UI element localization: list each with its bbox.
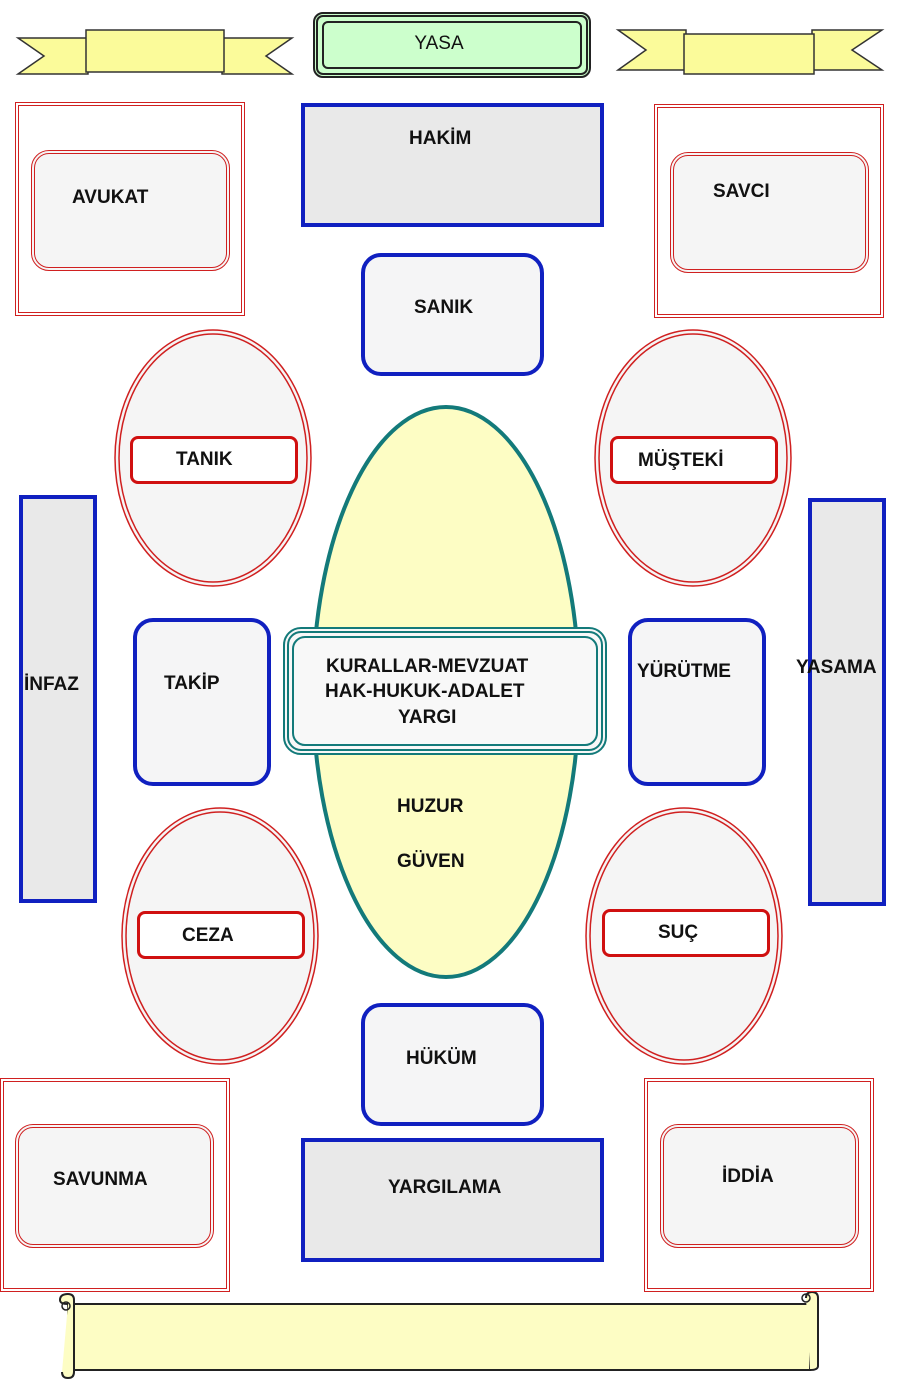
center-line3: YARGI	[398, 707, 457, 728]
corner-bottom-left-label: SAVUNMA	[53, 1169, 148, 1190]
trial-box	[301, 1138, 604, 1262]
defendant-label: SANIK	[414, 297, 474, 318]
left-follow-label: TAKİP	[164, 673, 220, 694]
top-title: YASA	[414, 33, 464, 54]
corner-top-right-label: SAVCI	[713, 181, 770, 202]
left-follow-box	[133, 618, 271, 786]
bottom-scroll	[58, 1290, 819, 1380]
trial-label: YARGILAMA	[388, 1177, 502, 1198]
right-ribbon-banner	[615, 29, 885, 75]
oval-upper-left-pill	[130, 436, 298, 484]
center-line1: KURALLAR-MEVZUAT	[326, 656, 529, 677]
left-ribbon-banner	[15, 29, 295, 75]
center-line2: HAK-HUKUK-ADALET	[325, 681, 525, 702]
corner-bottom-right-panel	[660, 1124, 859, 1248]
right-bar	[808, 498, 886, 906]
left-bar-label: İNFAZ	[24, 674, 79, 695]
center-peace: HUZUR	[397, 796, 464, 817]
corner-bottom-left-panel	[15, 1124, 214, 1248]
center-trust: GÜVEN	[397, 851, 465, 872]
oval-upper-right-pill	[610, 436, 778, 484]
center-rules-box	[283, 627, 607, 755]
right-execution-label: YÜRÜTME	[637, 661, 731, 682]
corner-top-left-panel	[31, 150, 230, 271]
oval-lower-right-label: SUÇ	[658, 922, 699, 943]
judge-box	[301, 103, 604, 227]
right-execution-box	[628, 618, 766, 786]
oval-upper-right-label: MÜŞTEKİ	[638, 450, 724, 471]
judge-label: HAKİM	[409, 128, 472, 149]
verdict-label: HÜKÜM	[406, 1048, 477, 1069]
oval-lower-left-pill	[137, 911, 305, 959]
oval-lower-left-label: CEZA	[182, 925, 234, 946]
corner-top-right-panel	[670, 152, 869, 273]
left-bar	[19, 495, 97, 903]
verdict-box	[361, 1003, 544, 1126]
right-bar-label: YASAMA	[796, 657, 877, 678]
corner-bottom-right-label: İDDİA	[722, 1166, 774, 1187]
defendant-box	[361, 253, 544, 376]
oval-upper-left-label: TANIK	[176, 449, 233, 470]
oval-lower-right-pill	[602, 909, 770, 957]
corner-top-left-label: AVUKAT	[72, 187, 149, 208]
top-law-box	[313, 12, 591, 78]
